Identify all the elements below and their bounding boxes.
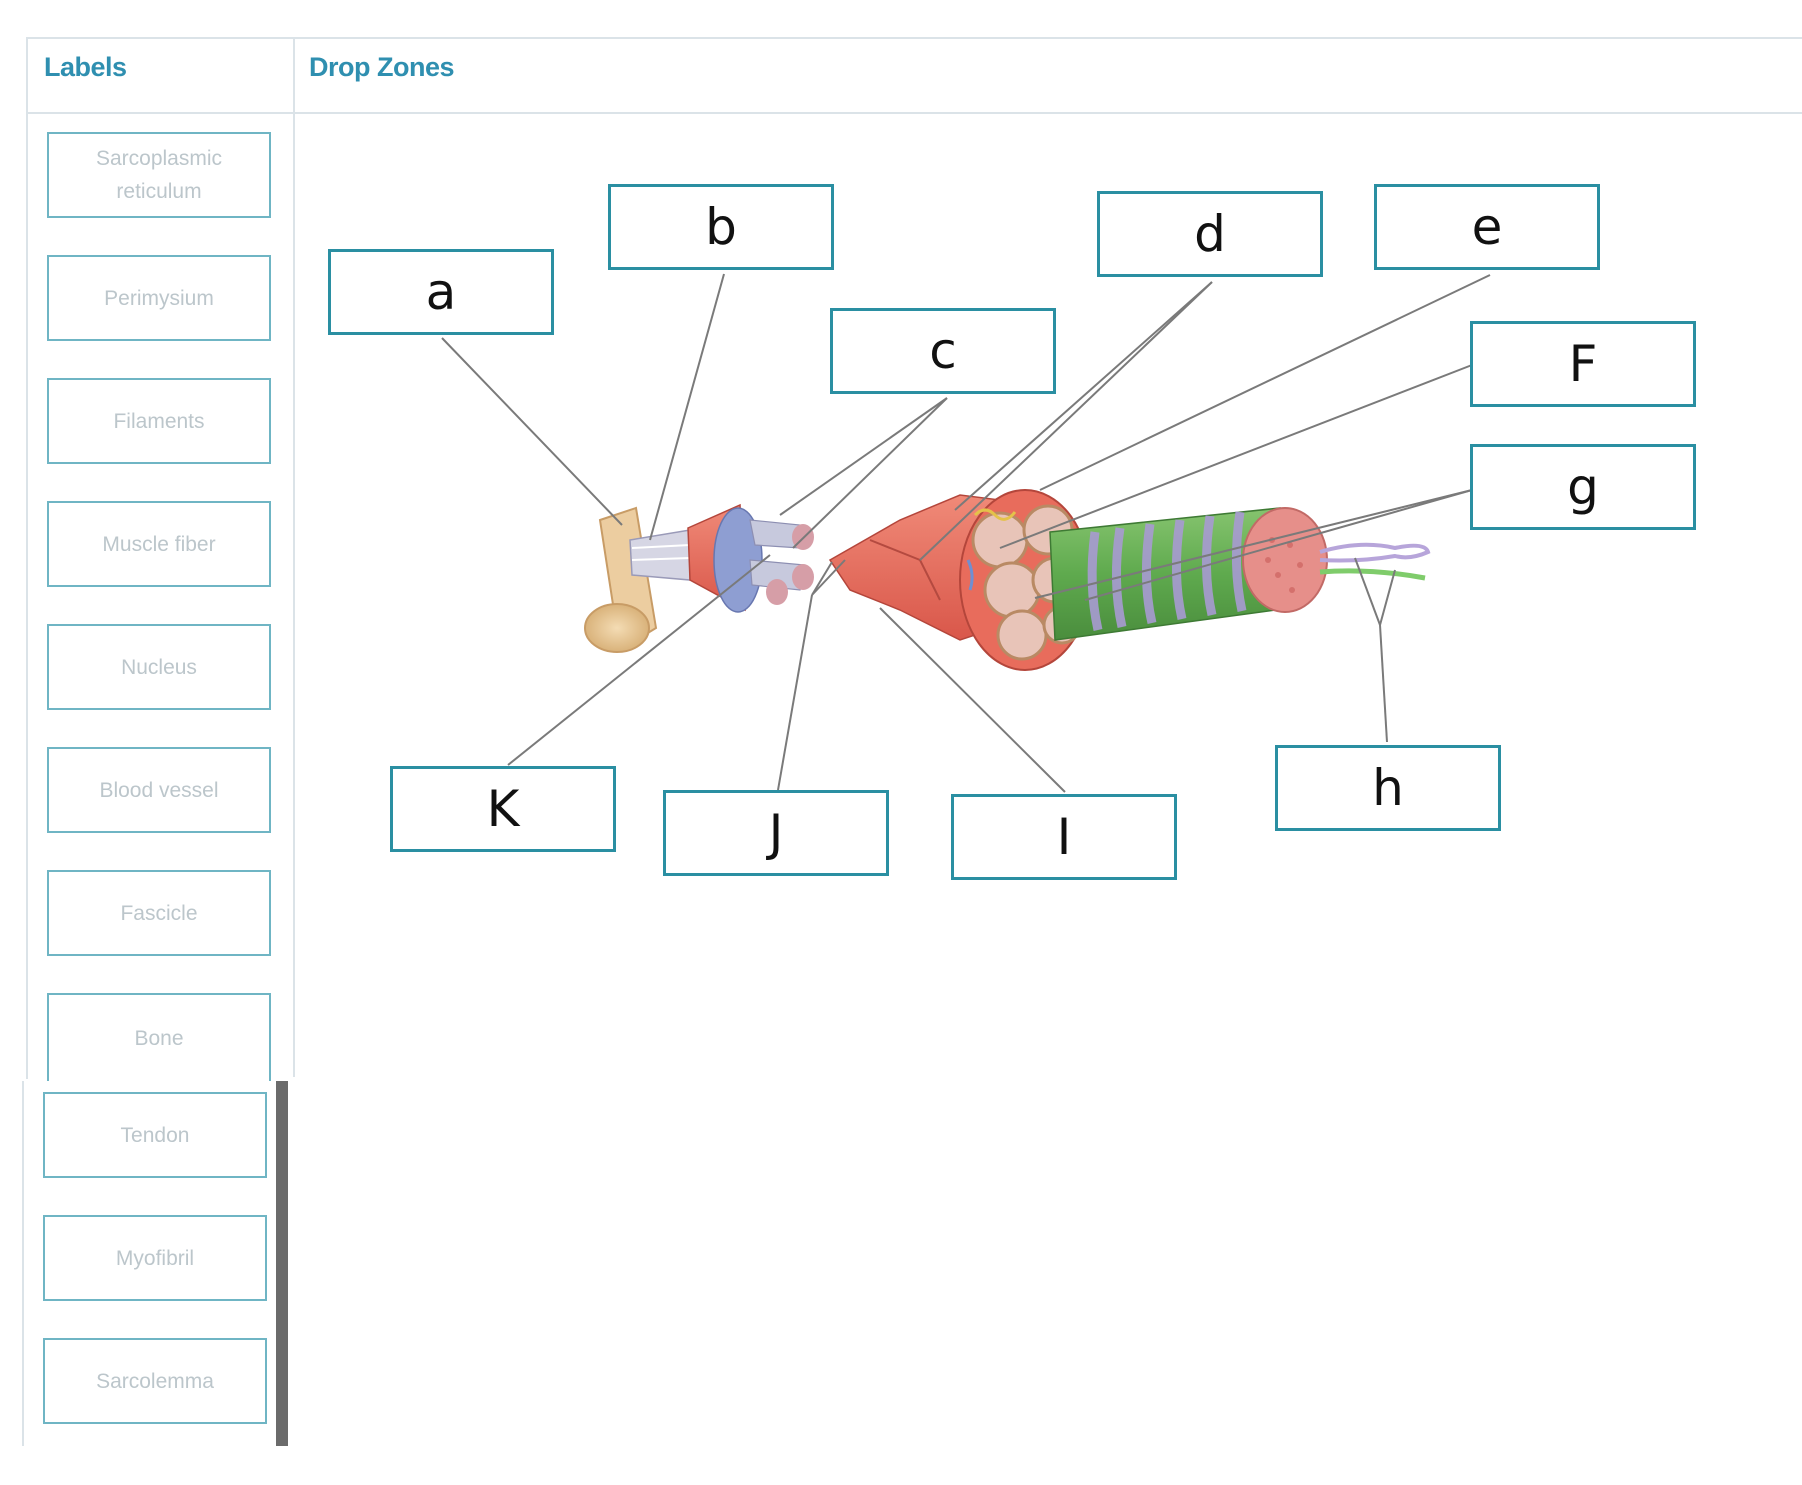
drop-zone-d[interactable]: d xyxy=(1097,191,1323,277)
label-fascicle[interactable]: Fascicle xyxy=(47,870,271,956)
header-divider xyxy=(26,112,1802,114)
label-sarcolemma[interactable]: Sarcolemma xyxy=(43,1338,267,1424)
leader-lines xyxy=(441,273,1491,793)
drop-zone-b[interactable]: b xyxy=(608,184,834,270)
label-perimysium[interactable]: Perimysium xyxy=(47,255,271,341)
drop-zone-f[interactable]: F xyxy=(1470,321,1696,407)
drop-zone-g[interactable]: g xyxy=(1470,444,1696,530)
zone-h-answer: h xyxy=(1372,759,1404,817)
zone-i-answer: I xyxy=(1056,808,1072,866)
label-muscle-fiber[interactable]: Muscle fiber xyxy=(47,501,271,587)
zone-j-answer: J xyxy=(768,804,784,862)
fascicle-illustration xyxy=(828,489,1091,671)
column-divider xyxy=(293,37,295,1077)
muscle-fiber-illustration xyxy=(1049,507,1431,641)
drop-zone-i[interactable]: I xyxy=(951,794,1177,880)
tendon-illustration xyxy=(629,529,691,581)
label-myofibril[interactable]: Myofibril xyxy=(43,1215,267,1301)
label-nucleus[interactable]: Nucleus xyxy=(47,624,271,710)
label-sarcoplasmic-reticulum[interactable]: Sarcoplasmic reticulum xyxy=(47,132,271,218)
zone-f-answer: F xyxy=(1568,335,1598,393)
drop-zone-e[interactable]: e xyxy=(1374,184,1600,270)
drop-zone-k[interactable]: K xyxy=(390,766,616,852)
drop-zone-h[interactable]: h xyxy=(1275,745,1501,831)
zone-e-answer: e xyxy=(1471,198,1503,256)
drop-zone-j[interactable]: J xyxy=(663,790,889,876)
zone-c-answer: c xyxy=(929,322,957,380)
zone-d-answer: d xyxy=(1194,205,1226,263)
zone-k-answer: K xyxy=(486,780,520,838)
drop-zone-c[interactable]: c xyxy=(830,308,1056,394)
label-tendon[interactable]: Tendon xyxy=(43,1092,267,1178)
zone-a-answer: a xyxy=(425,263,457,321)
drop-zone-a[interactable]: a xyxy=(328,249,554,335)
drop-zones-heading: Drop Zones xyxy=(309,52,455,82)
muscle-illustration xyxy=(687,503,814,613)
labels-heading: Labels xyxy=(44,52,127,82)
bone-illustration xyxy=(584,506,658,653)
drag-drop-panel xyxy=(26,37,1802,1079)
labels-scrollbar[interactable] xyxy=(276,1081,288,1446)
label-blood-vessel[interactable]: Blood vessel xyxy=(47,747,271,833)
label-bone[interactable]: Bone xyxy=(47,993,271,1081)
label-filaments[interactable]: Filaments xyxy=(47,378,271,464)
zone-g-answer: g xyxy=(1567,458,1599,516)
zone-b-answer: b xyxy=(705,198,737,256)
